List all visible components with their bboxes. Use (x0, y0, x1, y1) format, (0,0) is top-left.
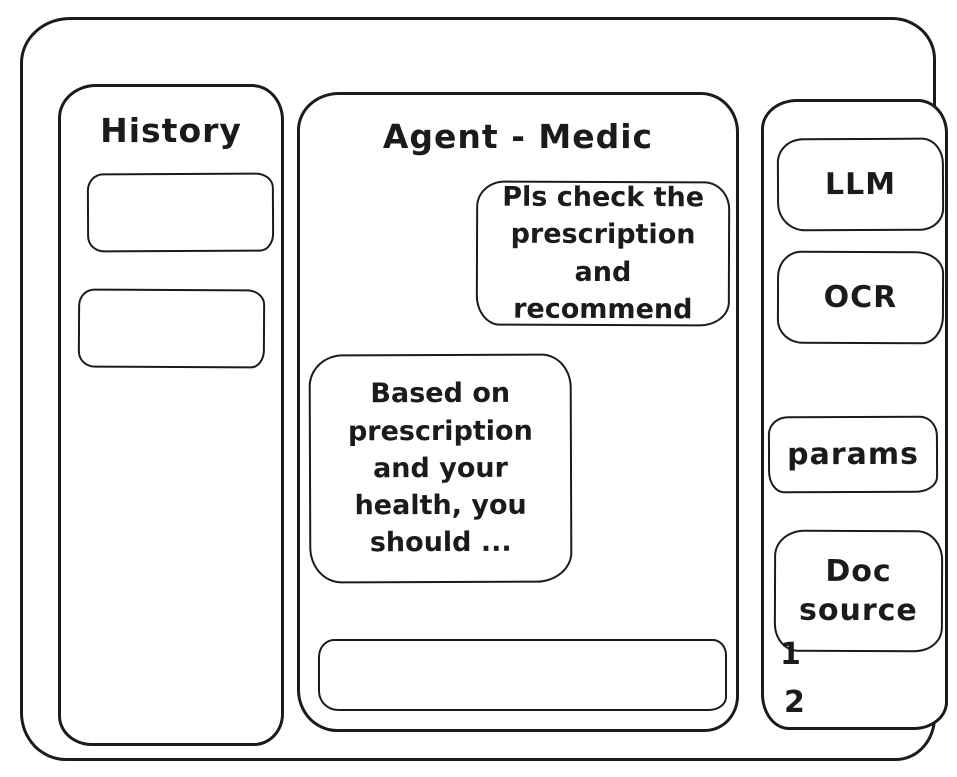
history-item[interactable] (77, 288, 266, 369)
llm-button-label: LLM (824, 166, 897, 203)
history-panel-title: History (100, 111, 242, 150)
history-panel: History (58, 84, 284, 746)
doc-source-button-label: Doc source (798, 553, 918, 629)
ocr-button[interactable]: OCR (776, 250, 945, 345)
chat-message-user-text: Pls check the prescription and recommend (502, 181, 705, 326)
ocr-button-label: OCR (823, 279, 898, 316)
chat-message-user: Pls check the prescription and recommend (475, 180, 731, 327)
chat-panel-title: Agent - Medic (382, 117, 654, 156)
params-button-label: params (787, 436, 919, 473)
doc-source-entry-2[interactable]: 2 (784, 685, 805, 720)
doc-source-button[interactable]: Doc source (773, 529, 944, 653)
message-input[interactable] (318, 639, 727, 711)
tools-panel: LLM OCR params Doc source 1 2 (761, 99, 948, 730)
chat-message-assistant: Based on prescription and your health, y… (308, 353, 573, 584)
doc-source-entry-1[interactable]: 1 (780, 637, 801, 672)
history-item[interactable] (86, 172, 275, 253)
chat-message-assistant-text: Based on prescription and your health, y… (347, 378, 533, 559)
chat-panel: Agent - Medic Pls check the prescription… (297, 92, 739, 732)
llm-button[interactable]: LLM (776, 137, 945, 232)
params-button[interactable]: params (767, 415, 939, 494)
app-window-frame: History Agent - Medic Pls check the pres… (20, 17, 948, 761)
